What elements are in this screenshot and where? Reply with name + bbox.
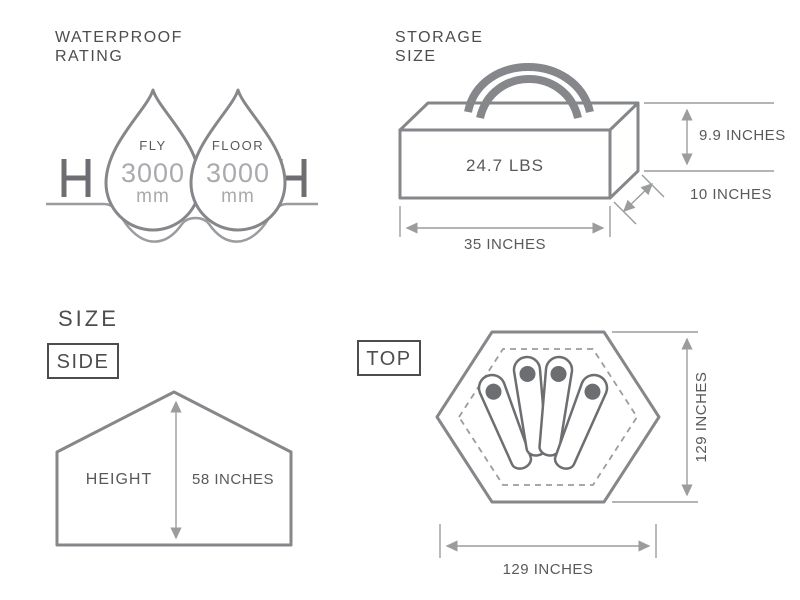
side-label-box [47, 343, 119, 379]
left-h-marker [61, 159, 91, 197]
fly-rating-unit: mm [136, 186, 170, 207]
waterproof-title-line1: WATERPROOF [55, 29, 183, 46]
storage-bag-handle-inner [476, 75, 582, 120]
top-view-width-value: 129 INCHES [503, 561, 594, 578]
storage-title-line1: STORAGE [395, 29, 483, 46]
waterproof-title-line2: RATING [55, 48, 123, 65]
storage-width-label: 35 INCHES [464, 236, 546, 253]
depth-dimension-arrow [622, 183, 654, 212]
tent-height-word: HEIGHT [86, 471, 152, 488]
storage-size-section: STORAGE SIZE 24.7 LBS 9.9 INCHES 10 INCH… [395, 29, 786, 253]
tent-height-value: 58 INCHES [192, 471, 274, 488]
storage-bag-front-face [398, 128, 612, 200]
size-side-section: SIZE SIDE HEIGHT 58 INCHES [47, 306, 293, 547]
sleeping-bag-head [550, 365, 567, 382]
side-view-label: SIDE [57, 351, 110, 373]
storage-bag-top-face [398, 101, 640, 132]
floor-rating-unit: mm [221, 186, 255, 207]
floor-label: FLOOR [212, 138, 264, 153]
sleeping-bag-outer-left [477, 373, 533, 470]
storage-bag-handle-outer [464, 63, 594, 114]
tent-top-inner-dashed-outline [457, 348, 639, 486]
floor-rating-value: 3000 [206, 158, 270, 188]
top-view-height-value: 129 INCHES [693, 372, 710, 463]
floor-drop-shape [189, 88, 287, 232]
size-top-section: TOP 129 INCHES 129 INCHES [357, 330, 710, 578]
sleeping-bag-mid-right [538, 355, 574, 457]
sleeping-bag-head [519, 365, 536, 382]
storage-depth-label: 10 INCHES [690, 186, 772, 203]
fly-drop-shape [104, 88, 202, 232]
storage-height-label: 9.9 INCHES [699, 127, 786, 144]
top-label-box [357, 340, 421, 376]
sleeping-bag-head [584, 383, 601, 400]
top-view-label: TOP [366, 348, 411, 370]
tent-side-profile [55, 390, 293, 547]
size-section-title: SIZE [58, 306, 119, 331]
fly-rating-value: 3000 [121, 158, 185, 188]
storage-title-line2: SIZE [395, 48, 437, 65]
depth-extension-line-left [613, 201, 637, 225]
waterproof-rating-section: WATERPROOF RATING FLY 3000 mm FLOOR 3000… [46, 29, 318, 243]
sleeping-bag-outer-right [553, 373, 609, 470]
fly-label: FLY [139, 138, 166, 153]
sleeping-bag-body [538, 355, 574, 457]
sleeping-bag-body [512, 355, 548, 457]
storage-weight-label: 24.7 LBS [466, 156, 544, 175]
sleeping-bag-mid-left [512, 355, 548, 457]
depth-extension-line-right [641, 174, 665, 198]
sleeping-bag-head [485, 383, 502, 400]
